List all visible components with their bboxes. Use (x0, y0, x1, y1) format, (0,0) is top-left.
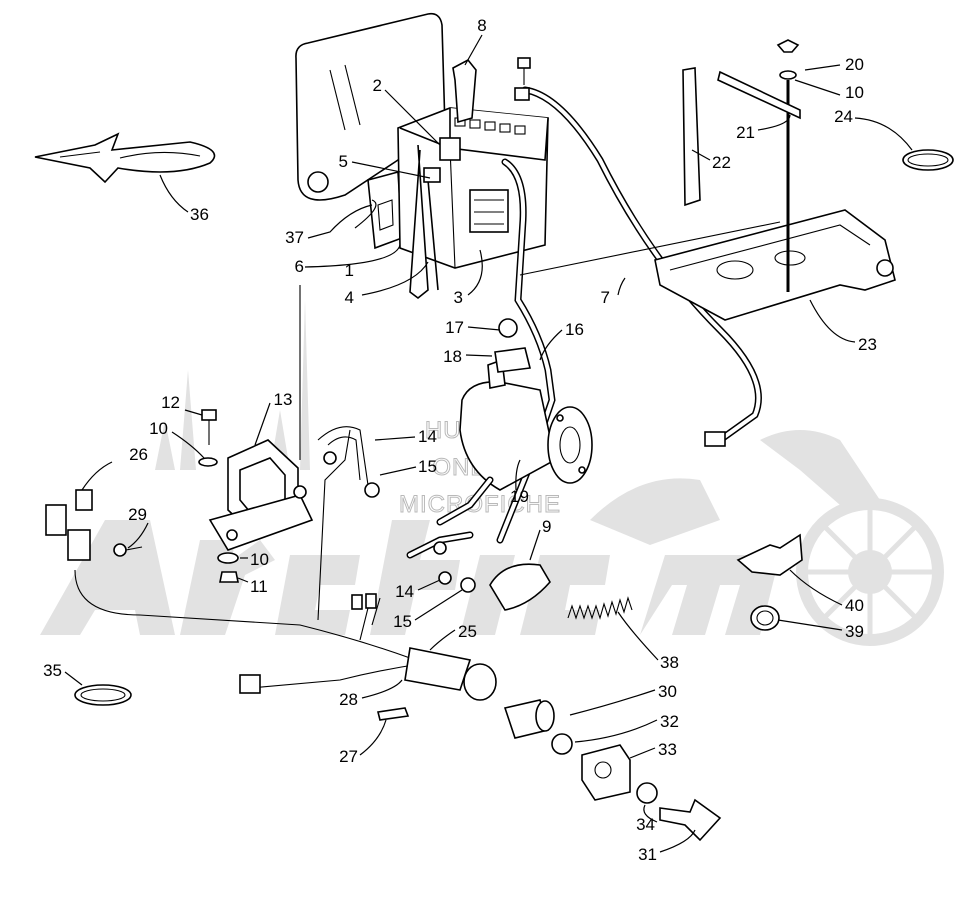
callout-16: 14 (395, 582, 414, 601)
starter-motor (459, 358, 593, 491)
battery-strap (409, 144, 439, 300)
callout-9: 9 (542, 517, 551, 536)
terminal-bolt (423, 137, 461, 183)
springs (567, 596, 633, 620)
battery (397, 107, 549, 269)
callout-21: 19 (510, 487, 529, 506)
callout-11: 11 (250, 577, 268, 596)
harness-pin (377, 707, 410, 721)
callout-4: 4 (345, 288, 354, 307)
callout-15: 15 (418, 457, 437, 476)
callout-27: 25 (458, 622, 477, 641)
callout-24: 22 (712, 153, 731, 172)
shield-plate (295, 12, 446, 201)
callout-39: 37 (285, 228, 304, 247)
starter-nut (494, 318, 531, 373)
callout-32: 30 (658, 682, 677, 701)
callout-6: 6 (295, 257, 304, 276)
callout-10-bottom: 10 (250, 550, 269, 569)
callout-36: 34 (636, 815, 655, 834)
hold-down-strap (717, 70, 801, 120)
callout-23: 21 (736, 123, 755, 142)
callout-40: 38 (660, 653, 679, 672)
callout-13: 13 (274, 390, 293, 409)
hold-down-rod (776, 39, 800, 292)
ignition-switch (503, 699, 658, 804)
callout-10-top: 10 (845, 83, 864, 102)
ignition-key (659, 798, 722, 842)
bracket-42 (736, 533, 803, 576)
callout-31: 29 (128, 505, 147, 524)
callout-19: 17 (445, 318, 464, 337)
callout-1: 1 (345, 261, 354, 280)
solenoid-washer-nut (217, 552, 239, 583)
callout-25: 23 (858, 335, 877, 354)
callout-labels: 2 8 5 37 6 1 4 3 7 20 10 21 22 24 23 36 … (43, 16, 877, 864)
callout-12: 12 (161, 393, 180, 412)
callout-42: 40 (845, 596, 864, 615)
callout-10-mid: 10 (149, 419, 168, 438)
battery-cable-solenoid (496, 158, 556, 544)
solenoid-jumper (317, 426, 380, 498)
starter-solenoid (208, 439, 314, 551)
solenoid-cables (406, 476, 494, 593)
callout-5: 5 (339, 152, 348, 171)
wiring-harness (74, 429, 497, 701)
callout-3: 3 (454, 288, 463, 307)
callout-18: 16 (565, 320, 584, 339)
callout-34: 32 (660, 712, 679, 731)
callout-17: 15 (393, 612, 412, 631)
harness-connector (45, 489, 143, 561)
callout-29: 27 (339, 747, 358, 766)
callout-28: 26 (129, 445, 148, 464)
callout-14: 14 (418, 427, 437, 446)
callout-8: 8 (477, 16, 486, 35)
solenoid-screw (198, 409, 218, 467)
callout-2: 2 (373, 76, 382, 95)
callout-41: 39 (845, 622, 864, 641)
watermark: HUSKY'S ONLINE MICROFICHE (40, 300, 944, 646)
terminal-cover (489, 563, 551, 611)
callout-20: 18 (443, 347, 462, 366)
battery-bracket (367, 170, 403, 250)
battery-tray (654, 209, 896, 321)
decal (34, 132, 216, 184)
callout-22: 20 (845, 55, 864, 74)
callout-26: 24 (834, 107, 853, 126)
leader-lines (64, 34, 913, 853)
callout-33: 31 (638, 845, 657, 864)
callout-7: 7 (601, 288, 610, 307)
callout-30: 28 (339, 690, 358, 709)
callout-38: 36 (190, 205, 209, 224)
callout-35: 33 (658, 740, 677, 759)
cable-tie-26 (902, 149, 954, 171)
callout-37: 35 (43, 661, 62, 680)
cap-screw (517, 57, 531, 85)
hose-clamp (750, 605, 780, 631)
mounting-bracket (682, 67, 701, 207)
cable-tie-37 (74, 684, 132, 706)
